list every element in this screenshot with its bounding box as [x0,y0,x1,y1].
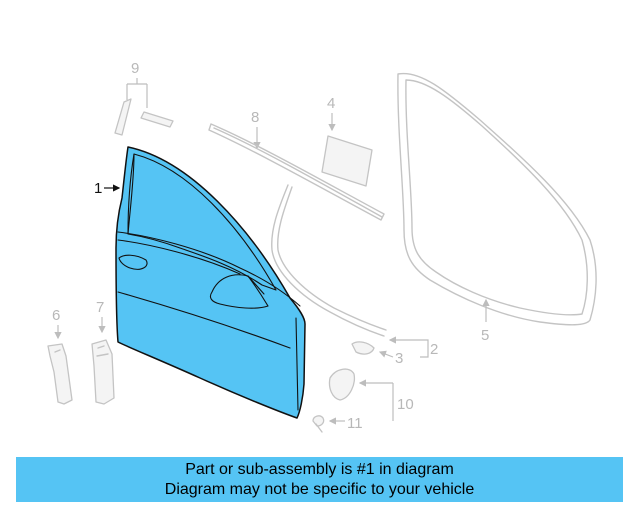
part-6-bracket: 6 [47,307,73,405]
callout-7: 7 [96,299,104,316]
banner-line-2: Diagram may not be specific to your vehi… [164,481,475,498]
parts-diagram: 9 8 4 5 2 3 10 [47,60,597,433]
part-2-3-bracket: 2 3 [351,336,438,367]
callout-6: 6 [52,307,60,324]
callout-5: 5 [481,327,489,344]
callout-4: 4 [327,95,335,112]
part-2-weatherstrip [271,184,387,337]
part-5-door-seal: 5 [397,72,597,344]
part-7-bracket: 7 [91,299,115,405]
part-10-11-hardware: 10 11 [312,368,414,433]
banner-line-1: Part or sub-assembly is #1 in diagram [185,461,454,478]
callout-3: 3 [395,350,403,367]
callout-2: 2 [430,341,438,358]
part-8-belt-molding: 8 [208,109,385,221]
part-9-trim-pieces: 9 [114,60,174,136]
callout-1: 1 [94,180,102,197]
callout-10: 10 [397,396,414,413]
callout-8: 8 [251,109,259,126]
callout-11: 11 [347,415,363,432]
info-banner: Part or sub-assembly is #1 in diagram Di… [16,457,623,502]
callout-9: 9 [131,60,139,77]
part-4-panel: 4 [321,95,373,187]
part-1-front-door-shell: 1 [94,146,306,419]
